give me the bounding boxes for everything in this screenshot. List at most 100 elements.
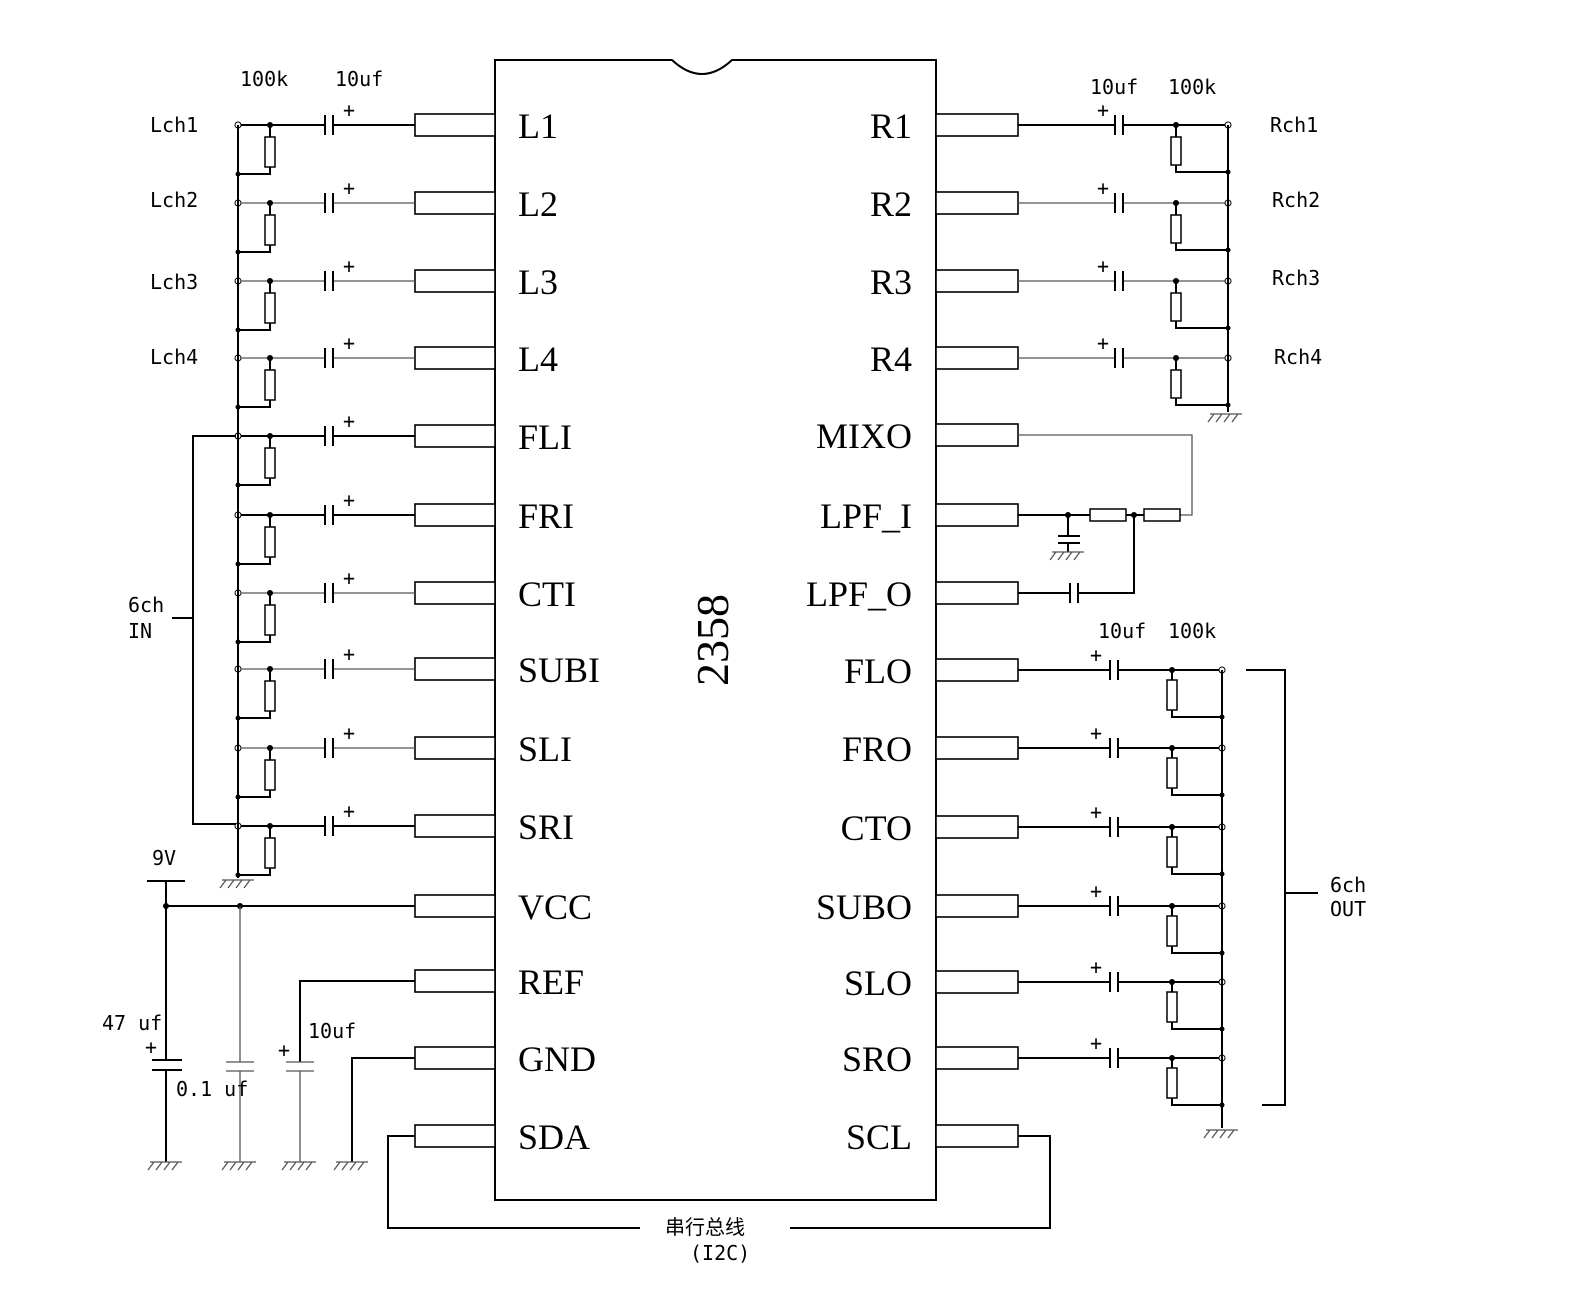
label-100k-left: 100k [240,67,288,91]
resistor-lead-gnd [238,557,271,565]
pin-stub-slo [935,970,1019,994]
pin-stub-sri [414,814,496,838]
capacitor-plus: + [343,409,355,433]
input-capacitor [1114,115,1124,135]
pin-stub-l3 [414,269,496,293]
pin-stub-lpf_o [935,581,1019,605]
capacitor-plus: + [343,566,355,590]
input-capacitor [324,816,334,836]
input-capacitor [324,583,334,603]
resistor-lead-gnd [1171,946,1222,954]
pin-label-flo: FLO [844,651,912,691]
pin-label-l1: L1 [518,106,558,146]
input-resistor [264,214,276,246]
pin-stub-subi [414,657,496,681]
left-input-network: ++++++++++ [219,98,415,889]
resistor-lead-gnd [1171,1098,1222,1106]
label-i2c-bus: 串行总线 [665,1215,745,1239]
label-rch3: Rch3 [1272,266,1320,290]
capacitor-plus: + [343,721,355,745]
ground-symbol [221,1161,256,1171]
label-rch2: Rch2 [1272,188,1320,212]
pin-label-ref: REF [518,962,584,1002]
input-capacitor [324,659,334,679]
input-resistor [264,369,276,401]
label-rch1: Rch1 [1270,113,1318,137]
resistor-lead-gnd [238,167,271,175]
input-resistor [264,759,276,791]
label-9v: 9V [152,846,176,870]
pin-label-sli: SLI [518,729,572,769]
input-resistor [1170,369,1182,399]
label-lch3: Lch3 [150,270,198,294]
pin-label-lpf_o: LPF_O [806,574,912,614]
ground-symbol [147,1161,182,1171]
label-47uf: 47 uf [102,1011,162,1035]
ic-part-number: 2358 [687,594,738,686]
label-6ch-out-1: 6ch [1330,873,1366,897]
cap-47uf [152,1059,182,1162]
label-6ch-out-2: OUT [1330,897,1366,921]
resistor-lead-gnd [1171,710,1222,718]
right-input-network: ++++ [1018,98,1242,423]
pin-stub-cto [935,815,1019,839]
output-capacitor [1109,817,1119,837]
lpf-cap-to-gnd [1058,515,1080,552]
resistor-lead-gnd [1171,867,1222,875]
pin-label-mixo: MIXO [816,416,912,456]
input-resistor [264,292,276,324]
output-resistor [1166,1067,1178,1099]
label-lch1: Lch1 [150,113,198,137]
pin-label-fro: FRO [842,729,912,769]
supply-rail [147,880,185,1060]
label-6ch-in-2: IN [128,619,152,643]
input-capacitor [324,505,334,525]
cap-ref-plus: + [278,1038,290,1062]
pin-stub-fli [414,424,496,448]
cap-10uf-ref [286,1061,314,1162]
label-i2c: (I2C) [690,1241,750,1265]
ref-wire [299,980,415,1062]
capacitor-plus: + [1097,98,1109,122]
capacitor-plus: + [1090,643,1102,667]
output-capacitor [1109,896,1119,916]
pin-stub-lpf_i [935,503,1019,527]
gnd-pin-wire [351,1057,415,1162]
capacitor-plus: + [1090,721,1102,745]
label-10uf-ref: 10uf [308,1019,356,1043]
output-resistor [1166,836,1178,868]
pin-stub-flo [935,658,1019,682]
pin-label-lpf_i: LPF_I [820,496,912,536]
pin-label-fri: FRI [518,496,574,536]
input-resistor [264,837,276,869]
input-resistor [1170,292,1182,322]
pin-stub-r2 [935,191,1019,215]
input-resistor [264,136,276,168]
label-10uf-out: 10uf [1098,619,1146,643]
label-10uf-right: 10uf [1090,75,1138,99]
ground-symbol [219,879,254,889]
bracket-6ch-out [1246,669,1318,1106]
label-rch4: Rch4 [1274,345,1322,369]
resistor-lead-gnd [238,323,271,331]
vcc-node-1 [163,903,169,909]
pin-stub-l1 [414,113,496,137]
label-100k-right: 100k [1168,75,1216,99]
lpf-o-wire [1018,515,1135,603]
label-0.1uf: 0.1 uf [176,1077,248,1101]
pin-stub-sda [414,1124,496,1148]
input-capacitor [324,426,334,446]
input-capacitor [1114,271,1124,291]
cap-47uf-plus: + [145,1035,157,1059]
i2c-bus-wire [387,1135,1051,1229]
ground-symbol [1207,413,1242,423]
pin-stub-cti [414,581,496,605]
output-capacitor [1109,660,1119,680]
label-lch4: Lch4 [150,345,198,369]
input-capacitor [1114,193,1124,213]
output-capacitor [1109,972,1119,992]
cap-0.1uf [226,906,254,1162]
output-capacitor [1109,738,1119,758]
output-resistor [1166,757,1178,789]
